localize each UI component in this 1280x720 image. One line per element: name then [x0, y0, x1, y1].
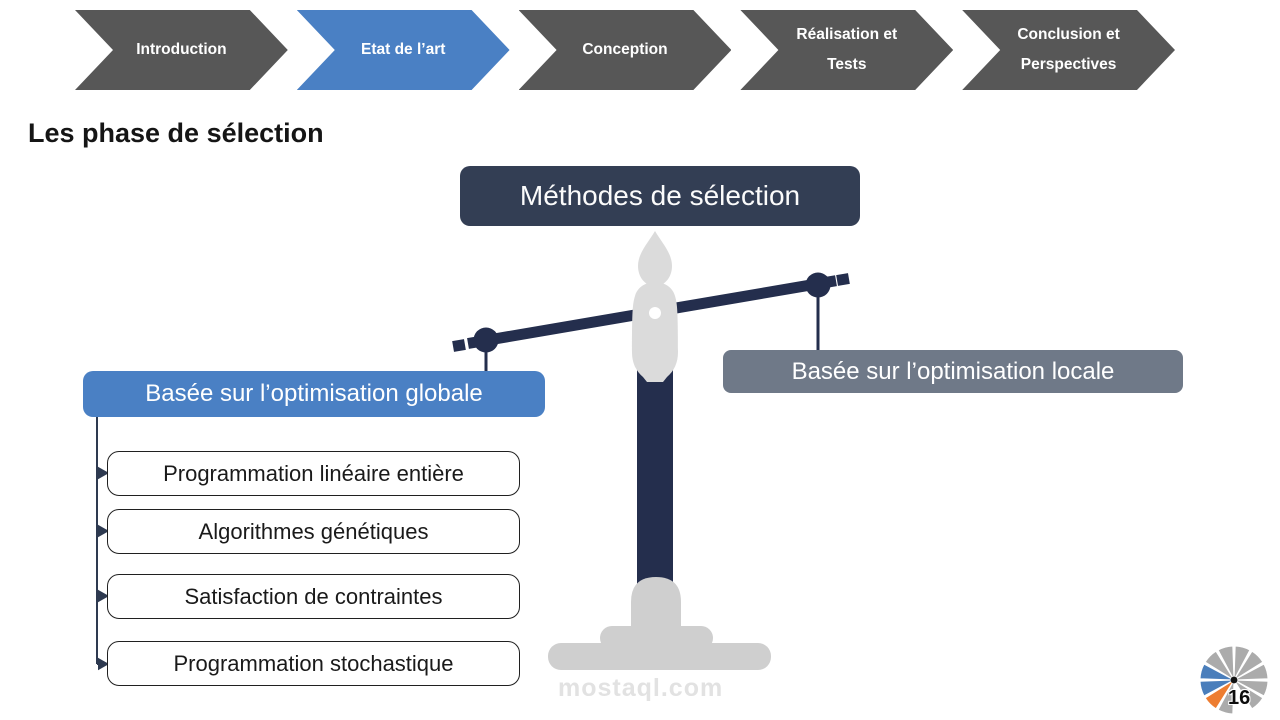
- method-programmation-stochastique: Programmation stochastique: [107, 641, 520, 686]
- branch-optimisation-globale: Basée sur l’optimisation globale: [83, 371, 545, 417]
- nav-item-introduction[interactable]: Introduction: [75, 10, 288, 90]
- method-programmation-lineaire-entiere: Programmation linéaire entière: [107, 451, 520, 496]
- left-branch-connector-tree: [96, 415, 110, 671]
- branch-optimisation-locale: Basée sur l’optimisation locale: [723, 350, 1183, 393]
- watermark-text: mostaql.com: [558, 674, 724, 702]
- beam-left-knob: [473, 327, 499, 353]
- pivot-hole: [649, 307, 661, 319]
- fan-chart-logo-icon: [1199, 645, 1269, 715]
- method-satisfaction-de-contraintes: Satisfaction de contraintes: [107, 574, 520, 619]
- beam-left-tick: [452, 339, 466, 352]
- base-mid-layer: [600, 626, 713, 650]
- base-dome: [631, 577, 681, 634]
- balance-pivot-body: [632, 282, 678, 382]
- nav-item-conception[interactable]: Conception: [519, 10, 732, 90]
- base-bottom-layer: [548, 643, 771, 670]
- section-navigation: Introduction Etat de l’art Conception Ré…: [75, 10, 1175, 90]
- arrow-icon: [98, 466, 110, 480]
- beam-right-tick: [836, 273, 850, 286]
- nav-item-realisation-tests[interactable]: Réalisation et Tests: [740, 10, 953, 90]
- balance-column: [637, 346, 673, 588]
- arrow-icon: [98, 524, 110, 538]
- method-algorithmes-genetiques: Algorithmes génétiques: [107, 509, 520, 554]
- balance-finial-flame: [638, 231, 672, 286]
- beam-right-knob: [805, 272, 831, 298]
- page-title: Les phase de sélection: [28, 118, 324, 148]
- balance-beam: [467, 275, 837, 349]
- arrow-icon: [98, 589, 110, 603]
- nav-item-etat-de-lart[interactable]: Etat de l’art: [297, 10, 510, 90]
- root-node-methodes-de-selection: Méthodes de sélection: [460, 166, 860, 226]
- nav-item-conclusion-perspectives[interactable]: Conclusion et Perspectives: [962, 10, 1175, 90]
- page-number: 16: [1228, 687, 1251, 709]
- arrow-icon: [98, 657, 110, 671]
